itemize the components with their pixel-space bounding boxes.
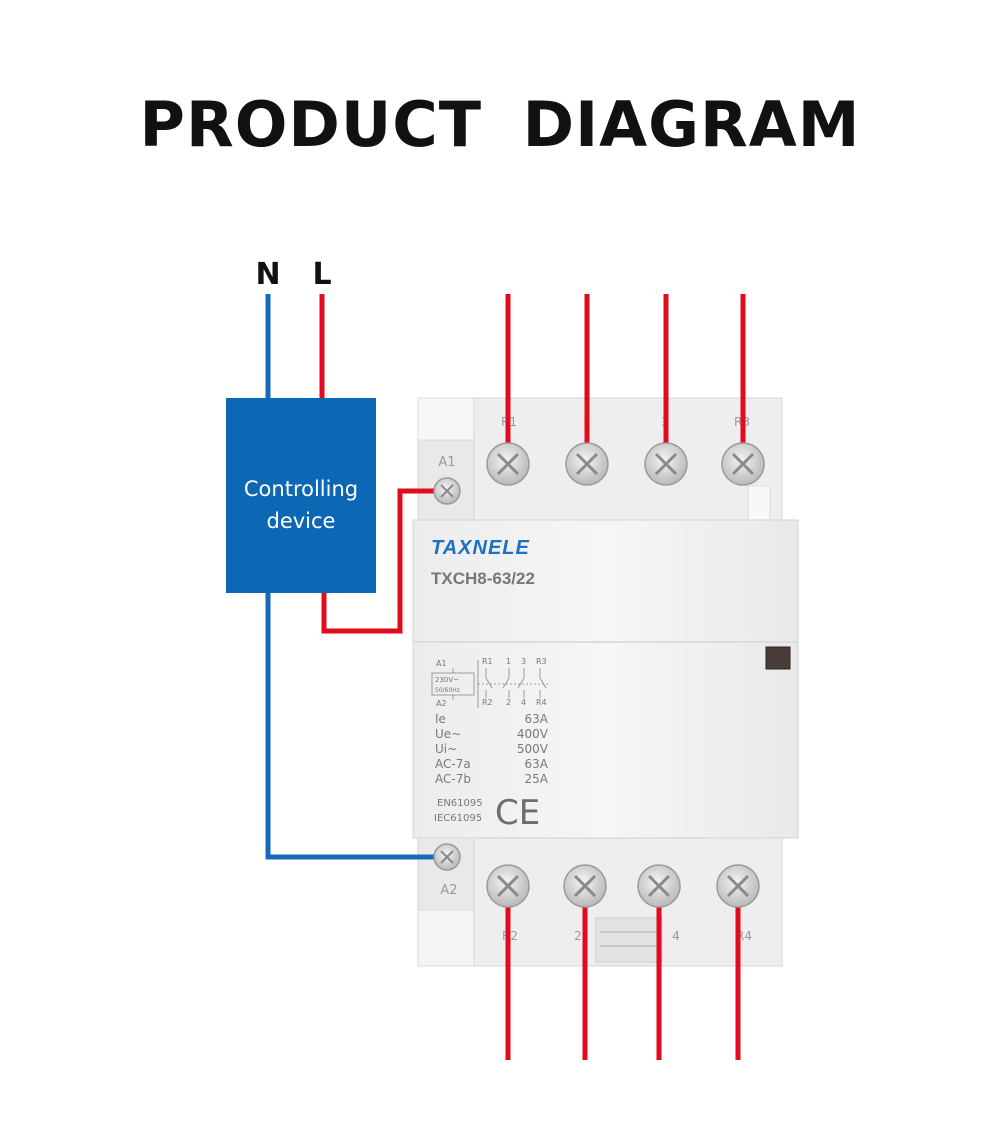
line-label: L — [312, 257, 331, 292]
coil-screw-icon — [433, 477, 461, 505]
neutral-label: N — [255, 257, 280, 292]
schematic-voltage: 230V~ — [435, 676, 459, 684]
screw-icon — [721, 442, 765, 486]
controller-label-line2: device — [267, 509, 336, 533]
schematic-4-label: 4 — [521, 698, 526, 707]
screw-icon — [486, 864, 530, 908]
schematic-r1-label: R1 — [482, 657, 493, 666]
screw-icon — [563, 864, 607, 908]
neutral-wire-to-a2 — [265, 592, 440, 860]
coil-screw-icon — [433, 843, 461, 871]
controlling-device: Controlling device — [226, 398, 376, 593]
brand-logo: TAXNELE — [431, 537, 530, 559]
status-indicator — [765, 646, 791, 670]
schematic-2-label: 2 — [506, 698, 511, 707]
spec-value: 63A — [525, 712, 549, 726]
spec-label: AC-7b — [435, 772, 471, 786]
spec-table: Ie 63A Ue~ 400V Ui~ 500V AC-7a 63A AC-7b… — [435, 712, 549, 786]
spec-label: Ue~ — [435, 727, 461, 741]
ce-mark: CE — [495, 793, 540, 833]
standard-label: EN61095 — [437, 798, 483, 809]
spec-value: 400V — [517, 727, 549, 741]
screw-icon — [716, 864, 760, 908]
front-body — [412, 519, 799, 839]
spec-value: 63A — [525, 757, 549, 771]
schematic-a1-label: A1 — [436, 659, 447, 668]
schematic-r4-label: R4 — [536, 698, 547, 707]
contact-schematic: A1 A2 230V~ 50/60Hz R1 1 3 R3 R2 2 4 R4 — [431, 657, 548, 708]
schematic-3-label: 3 — [521, 657, 526, 666]
screw-icon — [565, 442, 609, 486]
schematic-frequency: 50/60Hz — [435, 687, 460, 694]
spec-value: 25A — [525, 772, 549, 786]
wires — [265, 294, 746, 1060]
spec-label: Ie — [435, 712, 446, 726]
standard-label: IEC61095 — [434, 813, 482, 824]
din-clip — [595, 917, 663, 963]
controller-label-line1: Controlling — [244, 477, 358, 501]
model-label: TXCH8-63/22 — [431, 569, 535, 588]
schematic-r2-label: R2 — [482, 698, 493, 707]
top-side-latch — [747, 485, 771, 523]
coil-rail-cap-top — [417, 397, 475, 441]
terminal-label-2: 2 — [574, 929, 582, 943]
spec-value: 500V — [517, 742, 549, 756]
spec-label: Ui~ — [435, 742, 457, 756]
schematic-a2-label: A2 — [436, 699, 447, 708]
schematic-r3-label: R3 — [536, 657, 547, 666]
terminal-screws — [433, 442, 765, 908]
schematic-1-label: 1 — [506, 657, 511, 666]
screw-icon — [644, 442, 688, 486]
coil-rail-cap-bottom — [417, 909, 475, 967]
coil-label-a2: A2 — [440, 883, 457, 898]
terminal-label-4: 4 — [672, 929, 680, 943]
control-wire-to-a1 — [321, 488, 442, 634]
page-title: PRODUCT DIAGRAM — [139, 88, 861, 161]
spec-label: AC-7a — [435, 757, 471, 771]
screw-icon — [486, 442, 530, 486]
coil-label-a1: A1 — [438, 455, 455, 470]
screw-icon — [637, 864, 681, 908]
controller-box — [226, 398, 376, 593]
